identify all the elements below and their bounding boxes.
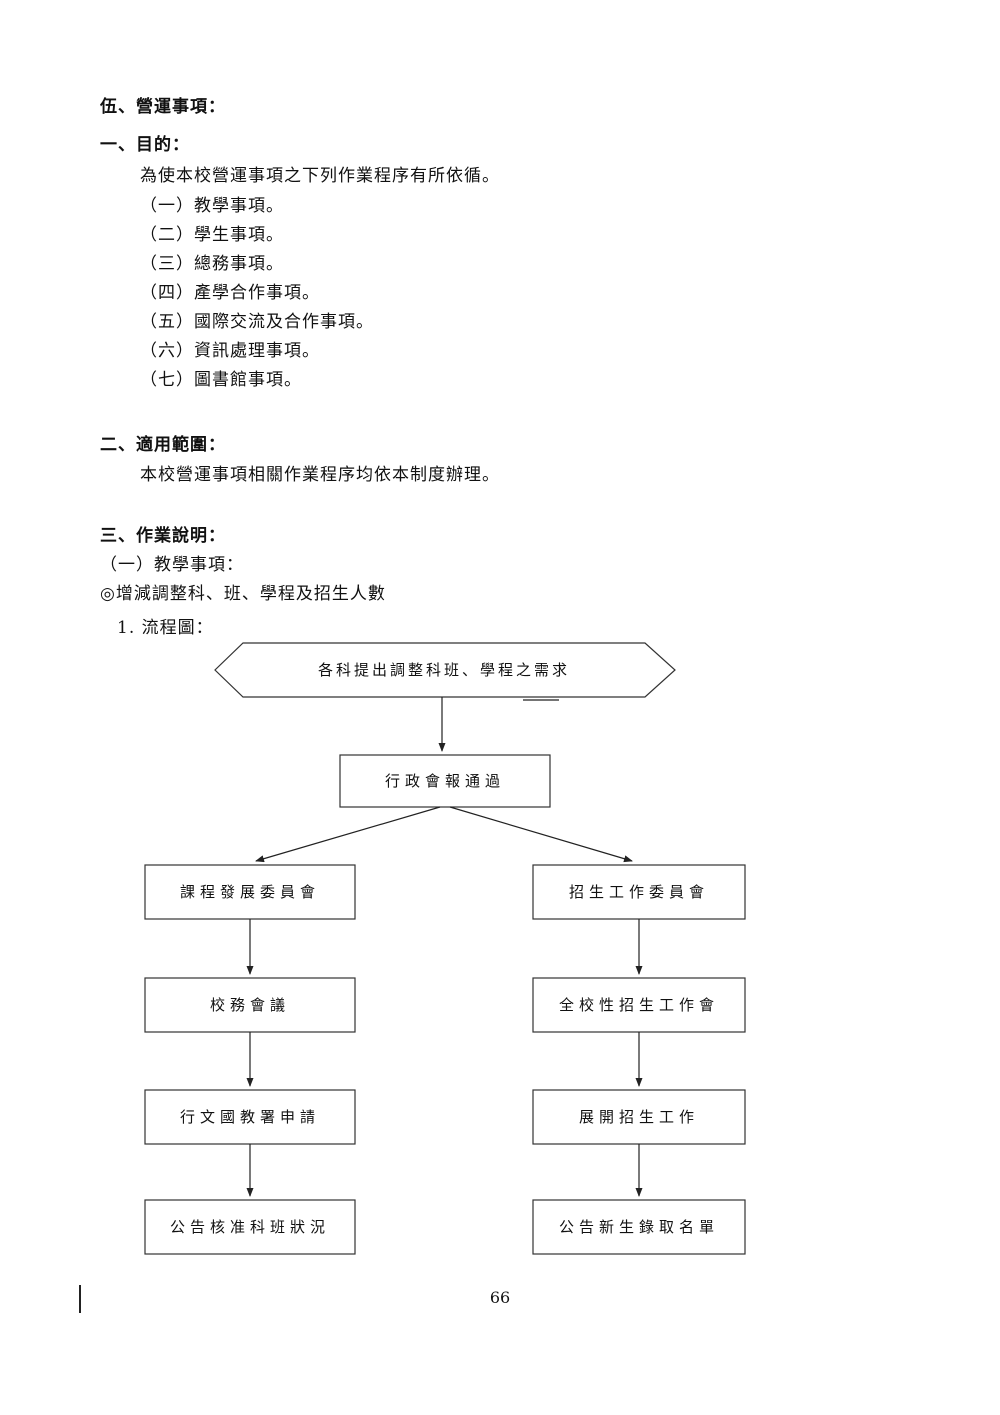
scope-heading: 二、適用範圍：	[100, 435, 226, 455]
ops-sub-teaching: （一）教學事項：	[100, 555, 244, 575]
purpose-item: （三）總務事項。	[140, 254, 284, 274]
flowchart: 各科提出調整科班、學程之需求 行政會報通過 課程發展委員會 校務會議 行文國教署…	[144, 642, 746, 1255]
ops-sub-adjust: ◎增減調整科、班、學程及招生人數	[100, 584, 386, 604]
purpose-item: （四）產學合作事項。	[140, 283, 320, 303]
flow-label: 1. 流程圖：	[117, 618, 214, 638]
arrow-admin-to-right	[449, 806, 633, 863]
purpose-heading: 一、目的：	[100, 135, 190, 155]
flow-box-left-4	[144, 1199, 356, 1255]
purpose-item: （六）資訊處理事項。	[140, 341, 320, 361]
flow-box-right-4	[532, 1199, 746, 1255]
flow-left-4-label: 公告核准科班狀況	[170, 1218, 330, 1236]
ops-heading: 三、作業說明：	[100, 526, 226, 546]
flow-left-3-label: 行文國教署申請	[180, 1108, 320, 1126]
scope-body: 本校營運事項相關作業程序均依本制度辦理。	[140, 465, 500, 485]
flow-right-1-label: 招生工作委員會	[569, 883, 709, 901]
purpose-intro: 為使本校營運事項之下列作業程序有所依循。	[140, 166, 500, 186]
purpose-item: （七）圖書館事項。	[140, 370, 302, 390]
section5-heading: 伍、營運事項：	[100, 97, 226, 117]
purpose-item: （二）學生事項。	[140, 225, 284, 245]
flow-right-4-label: 公告新生錄取名單	[559, 1218, 719, 1236]
arrow-admin-to-left	[255, 806, 441, 863]
flow-start-hexagon	[214, 642, 676, 698]
flow-box-admin	[339, 754, 551, 808]
flow-admin-label: 行政會報通過	[385, 772, 505, 790]
flow-left-2-label: 校務會議	[210, 996, 290, 1014]
flow-right-2-label: 全校性招生工作會	[559, 996, 719, 1014]
purpose-item: （五）國際交流及合作事項。	[140, 312, 374, 332]
page-number: 66	[489, 1288, 511, 1307]
left-margin-mark	[79, 1285, 81, 1313]
purpose-item: （一）教學事項。	[140, 196, 284, 216]
flow-right-3-label: 展開招生工作	[579, 1108, 699, 1126]
flow-start-label: 各科提出調整科班、學程之需求	[318, 661, 570, 679]
flow-left-1-label: 課程發展委員會	[180, 883, 320, 901]
